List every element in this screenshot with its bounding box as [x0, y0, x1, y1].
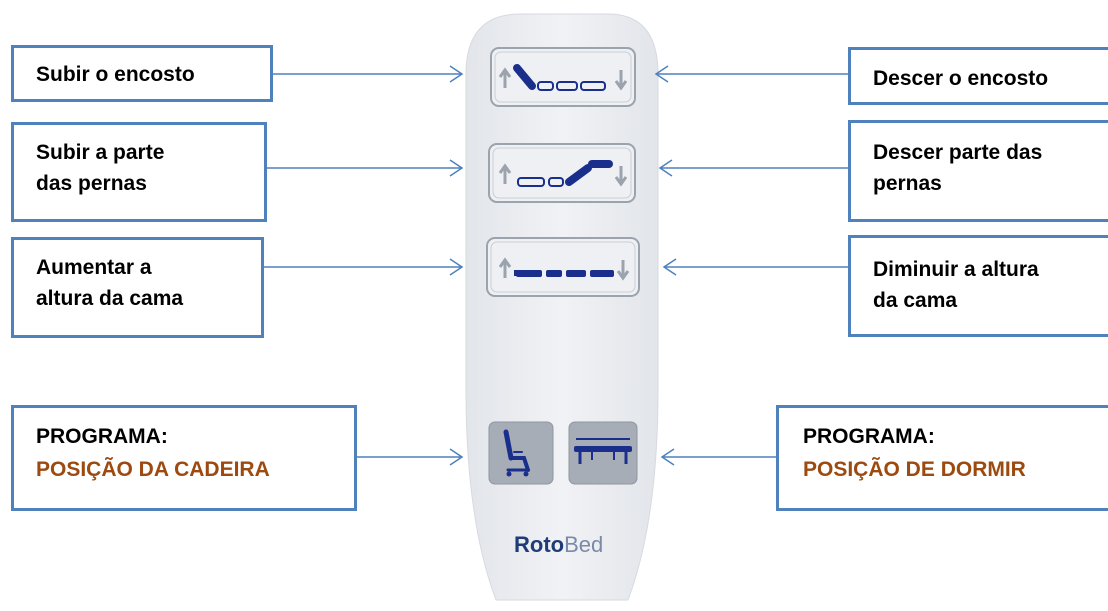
label-box-sleep-program: PROGRAMA: POSIÇÃO DE DORMIR: [776, 405, 1108, 511]
label-program-left-title: PROGRAMA:: [36, 425, 168, 448]
arrow-legs-up: [266, 159, 464, 177]
label-program-right-title: PROGRAMA:: [803, 425, 935, 448]
label-backrest-down: Descer o encosto: [873, 67, 1049, 90]
label-legs-up-line2: das pernas: [36, 172, 147, 195]
sleep-program-button[interactable]: [568, 421, 638, 485]
label-box-backrest-up: Subir o encosto: [11, 45, 273, 102]
leg-rest-adjust-icon: [498, 160, 628, 187]
arrow-legs-down: [658, 159, 848, 177]
label-program-left-name: POSIÇÃO DA CADEIRA: [36, 458, 270, 481]
label-height-down-line1: Diminuir a altura: [873, 258, 1039, 281]
arrow-sleep-program: [660, 448, 776, 466]
arrow-height-down: [662, 258, 848, 276]
brand-bold: Roto: [514, 532, 565, 557]
label-backrest-up: Subir o encosto: [36, 63, 195, 86]
label-box-chair-program: PROGRAMA: POSIÇÃO DA CADEIRA: [11, 405, 357, 511]
label-legs-up-line1: Subir a parte: [36, 141, 165, 164]
bed-height-adjust-icon: [498, 257, 630, 281]
height-button[interactable]: [486, 237, 640, 297]
backrest-adjust-icon: [498, 64, 628, 91]
backrest-button[interactable]: [490, 47, 636, 107]
label-box-height-down: Diminuir a altura da cama: [848, 235, 1108, 337]
brand-light: Bed: [564, 532, 604, 557]
label-height-up-line2: altura da cama: [36, 287, 184, 310]
chair-position-icon: [503, 429, 530, 477]
chair-program-button[interactable]: [488, 421, 554, 485]
sleep-position-icon: [574, 438, 632, 464]
label-box-backrest-down: Descer o encosto: [848, 47, 1108, 105]
label-legs-down-line2: pernas: [873, 172, 942, 195]
label-program-right-name: POSIÇÃO DE DORMIR: [803, 458, 1026, 481]
arrow-height-up: [264, 258, 464, 276]
arrows: [264, 65, 848, 466]
label-box-legs-down: Descer parte das pernas: [848, 120, 1108, 222]
label-box-height-up: Aumentar a altura da cama: [11, 237, 264, 338]
label-box-legs-up: Subir a parte das pernas: [11, 122, 267, 222]
rotobed-logo: RotoBed: [514, 532, 603, 558]
arrow-chair-program: [356, 448, 464, 466]
arrow-backrest-up: [270, 65, 464, 83]
arrow-backrest-down: [654, 65, 848, 83]
label-height-down-line2: da cama: [873, 289, 958, 312]
label-legs-down-line1: Descer parte das: [873, 141, 1043, 164]
legs-button[interactable]: [488, 143, 636, 203]
label-height-up-line1: Aumentar a: [36, 256, 152, 279]
